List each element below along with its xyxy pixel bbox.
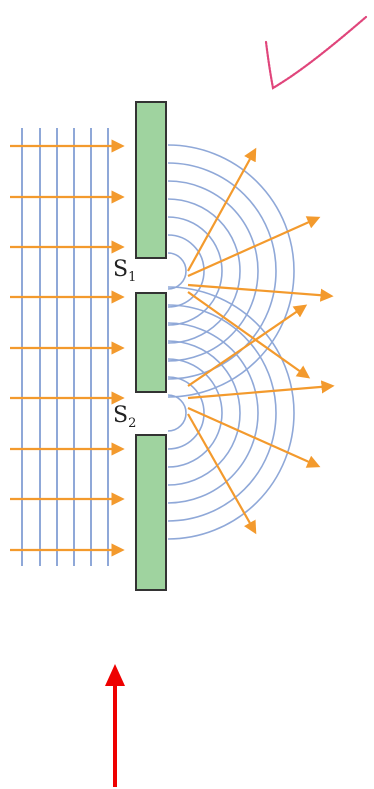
incident-rays	[10, 139, 125, 557]
checkmark-icon	[264, 15, 368, 90]
wavefronts-from-s2	[167, 286, 295, 540]
slit-label-s2: S2	[113, 403, 136, 431]
slit-label-s1: S1	[113, 257, 136, 285]
barrier-middle	[135, 292, 167, 393]
rays-from-s1	[187, 147, 334, 379]
barrier-bottom	[135, 434, 167, 591]
slit-barrier	[135, 101, 167, 591]
barrier-top	[135, 101, 167, 259]
red-up-arrow-icon	[105, 664, 125, 787]
rays-from-s2	[187, 304, 335, 535]
wavefronts-from-s1	[167, 144, 295, 398]
